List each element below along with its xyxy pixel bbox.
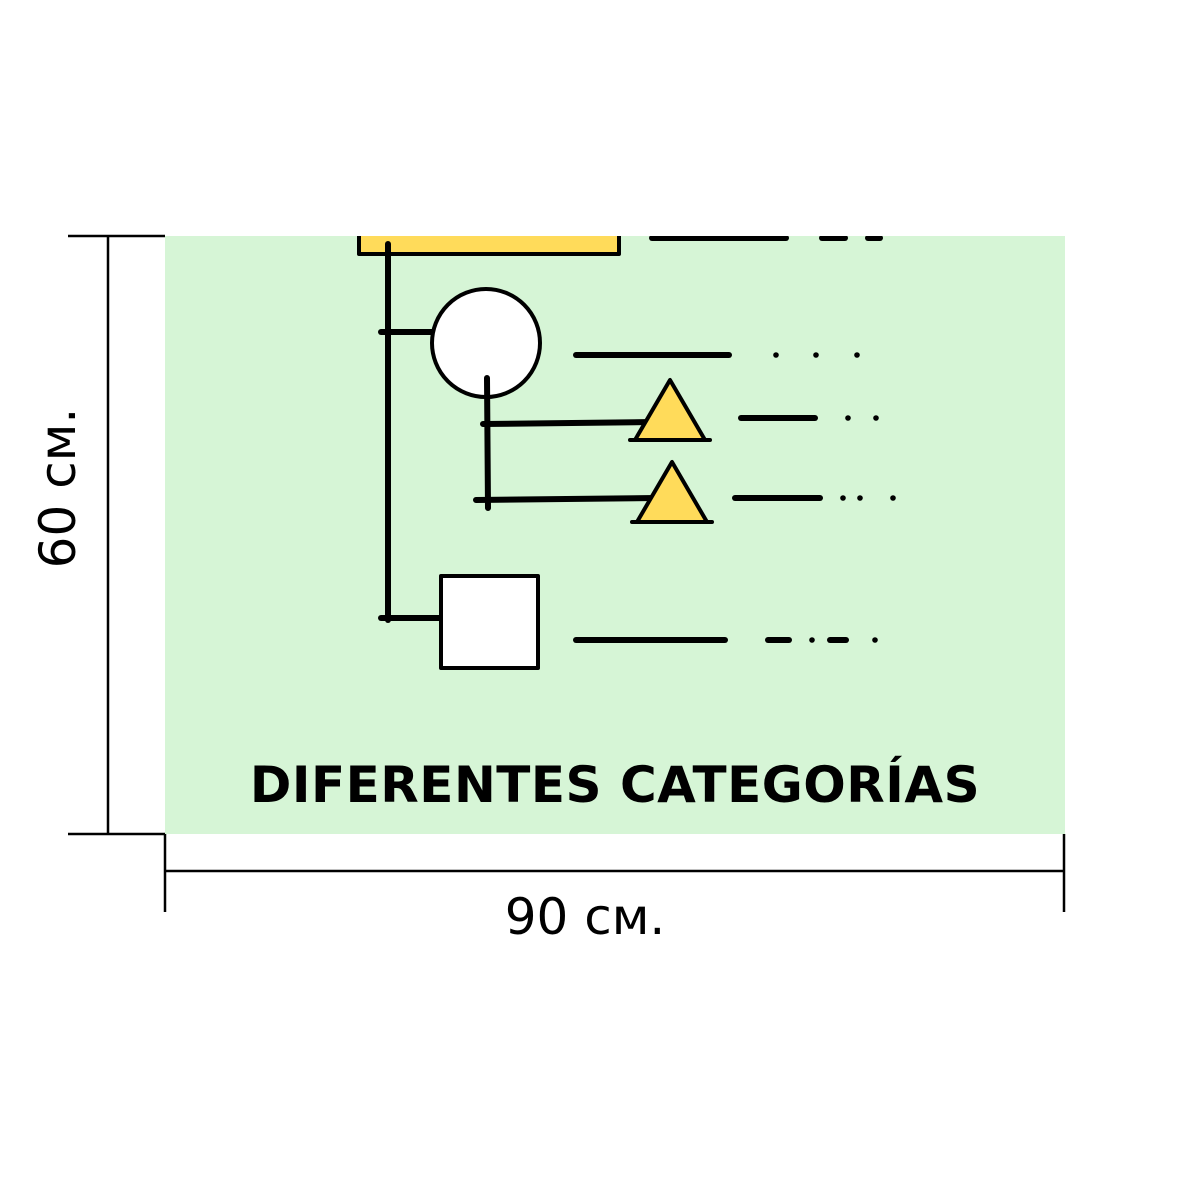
label-dot-triangle-1-2 xyxy=(873,415,879,421)
poster-title: DIFERENTES CATEGORÍAS xyxy=(249,756,981,814)
label-dot-circle-3 xyxy=(854,352,860,358)
label-dot-circle-1 xyxy=(773,352,779,358)
label-dot-square-2 xyxy=(872,637,878,643)
width-dimension-label: 90 см. xyxy=(504,888,666,946)
label-dot-circle-2 xyxy=(813,352,819,358)
height-dimension-label: 60 см. xyxy=(29,407,87,569)
node-square xyxy=(439,574,540,670)
sub-trunk-line xyxy=(484,375,491,511)
label-dot-square-1 xyxy=(809,637,815,643)
label-dot-triangle-2-2 xyxy=(857,495,863,501)
label-dot-triangle-2-3 xyxy=(890,495,896,501)
node-rectangle-yellow xyxy=(357,236,621,256)
label-dot-triangle-1-1 xyxy=(845,415,851,421)
label-dot-triangle-2-1 xyxy=(840,495,846,501)
branch-to-triangle-2 xyxy=(473,495,659,503)
poster-panel xyxy=(165,236,1065,834)
branch-to-triangle-1 xyxy=(480,419,655,427)
